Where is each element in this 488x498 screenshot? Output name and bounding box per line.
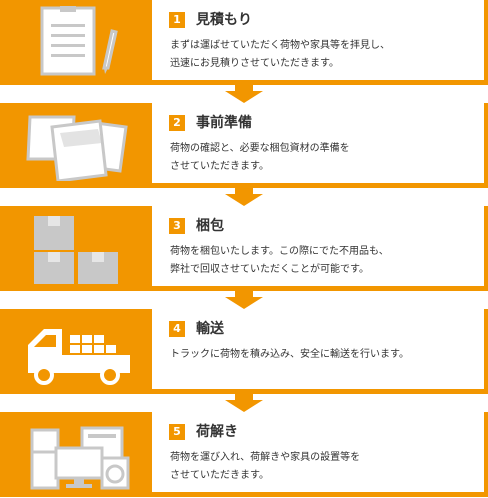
step-title: 見積もり (196, 12, 252, 28)
arrow-down-icon (225, 85, 263, 103)
appliances-icon (30, 426, 130, 490)
step-number: 3 (169, 218, 185, 234)
step-panel: 2 事前準備 荷物の確認と、必要な梱包資材の準備を させていただきます。 (152, 103, 484, 183)
step-description: まずは運ばせていただく荷物や家具等を拝見し、 迅速にお見積りさせていただきます。 (170, 40, 390, 69)
arrow-down-icon (225, 394, 263, 412)
step-panel: 3 梱包 荷物を梱包いたします。この際にでた不用品も、 弊社で回収させていただく… (152, 206, 484, 286)
step-description: トラックに荷物を積み込み、安全に輸送を行います。 (170, 349, 409, 360)
step-number: 5 (169, 424, 185, 440)
step-panel: 1 見積もり まずは運ばせていただく荷物や家具等を拝見し、 迅速にお見積りさせて… (152, 0, 484, 80)
arrow-down-icon (225, 188, 263, 206)
step-transport: 4 輸送 トラックに荷物を積み込み、安全に輸送を行います。 (0, 309, 488, 394)
truck-icon (28, 329, 130, 385)
step-preparation: 2 事前準備 荷物の確認と、必要な梱包資材の準備を させていただきます。 (0, 103, 488, 188)
clipboard-pen-icon (40, 6, 118, 76)
step-description: 荷物を運び入れ、荷解きや家具の設置等を させていただきます。 (170, 452, 361, 481)
step-number: 4 (169, 321, 185, 337)
arrow-down-icon (225, 291, 263, 309)
step-title: 事前準備 (196, 115, 252, 131)
step-description: 荷物を梱包いたします。この際にでた不用品も、 弊社で回収させていただくことが可能… (170, 246, 389, 275)
step-packing: 3 梱包 荷物を梱包いたします。この際にでた不用品も、 弊社で回収させていただく… (0, 206, 488, 291)
step-estimate: 1 見積もり まずは運ばせていただく荷物や家具等を拝見し、 迅速にお見積りさせて… (0, 0, 488, 85)
step-panel: 4 輸送 トラックに荷物を積み込み、安全に輸送を行います。 (152, 309, 484, 389)
step-panel: 5 荷解き 荷物を運び入れ、荷解きや家具の設置等を させていただきます。 (152, 412, 484, 492)
boxes-sheets-icon (26, 115, 128, 181)
step-description: 荷物の確認と、必要な梱包資材の準備を させていただきます。 (170, 143, 350, 172)
step-title: 輸送 (196, 321, 224, 337)
stacked-boxes-icon (34, 216, 118, 284)
step-unpacking: 5 荷解き 荷物を運び入れ、荷解きや家具の設置等を させていただきます。 (0, 412, 488, 497)
step-title: 荷解き (196, 424, 238, 440)
step-title: 梱包 (196, 218, 224, 234)
step-number: 1 (169, 12, 185, 28)
step-number: 2 (169, 115, 185, 131)
